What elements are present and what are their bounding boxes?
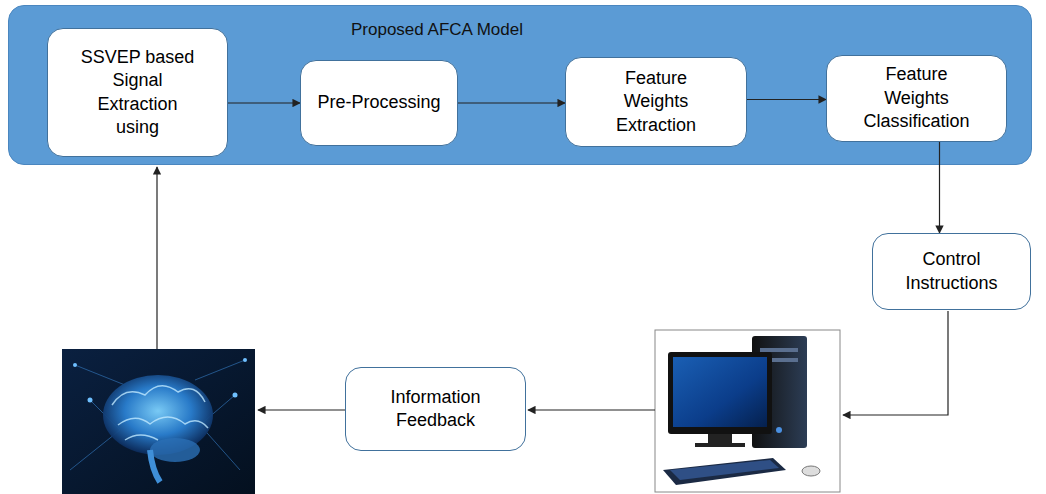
process-box: Pre-Processing — [300, 60, 458, 146]
flow-arrow — [747, 99, 826, 100]
feedback-box: Information Feedback — [345, 367, 526, 451]
box-label: Information Feedback — [376, 386, 496, 433]
output-box: Control Instructions — [872, 233, 1031, 310]
process-box: Feature Weights Extraction — [565, 57, 747, 147]
brain-illustration — [62, 349, 255, 494]
flow-arrow — [939, 142, 940, 233]
box-label: Control Instructions — [897, 248, 1007, 295]
flow-arrow — [228, 102, 300, 103]
box-label: Feature Weights Classification — [854, 63, 979, 133]
feedback-loop-lines — [157, 167, 948, 415]
computer-illustration — [655, 330, 840, 492]
box-label: Pre-Processing — [317, 91, 440, 114]
process-box: SSVEP based Signal Extraction using — [47, 28, 228, 157]
flow-arrow — [458, 102, 565, 103]
model-band: Proposed AFCA ModelSSVEP based Signal Ex… — [8, 5, 1032, 165]
group-title: Proposed AFCA Model — [351, 20, 523, 40]
box-label: SSVEP based Signal Extraction using — [78, 46, 198, 140]
process-box: Feature Weights Classification — [826, 55, 1007, 142]
box-label: Feature Weights Extraction — [596, 67, 716, 137]
